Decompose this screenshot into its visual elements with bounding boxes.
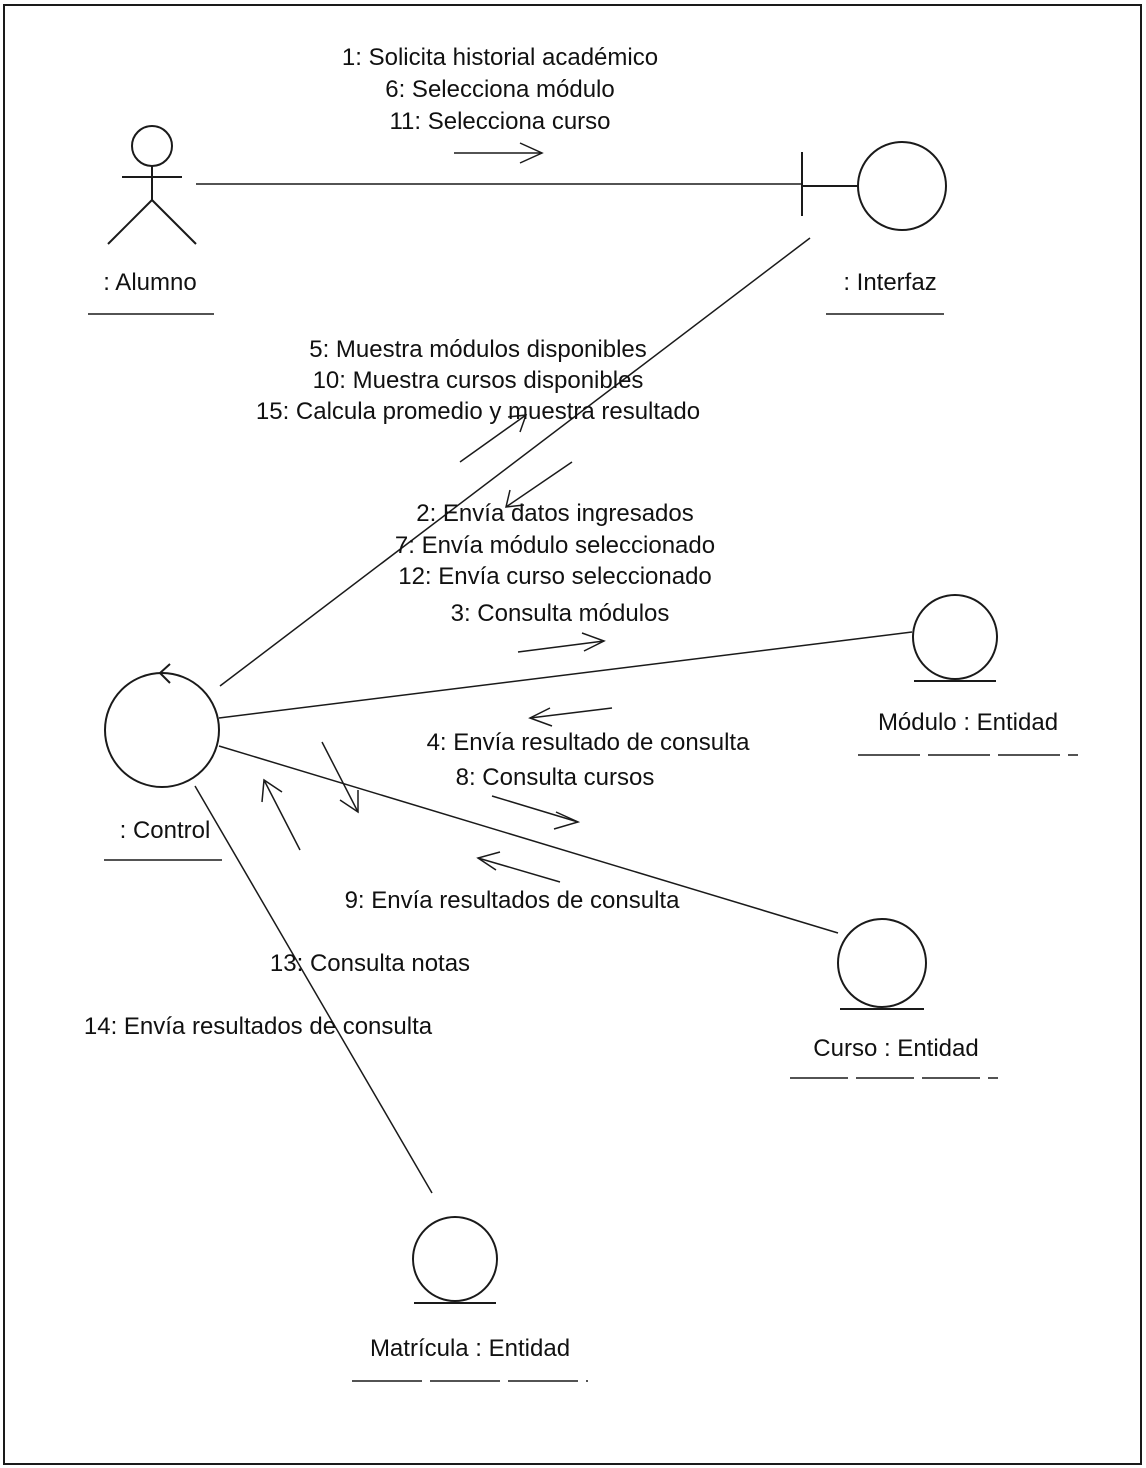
entity-label-modulo: Módulo : Entidad <box>878 709 1058 736</box>
actor-head-icon <box>131 125 173 167</box>
entity-circle-icon <box>412 1216 498 1302</box>
message-label: 2: Envía datos ingresados <box>416 500 694 527</box>
message-label: 11: Selecciona curso <box>389 108 610 135</box>
message-label: 4: Envía resultado de consulta <box>427 729 751 756</box>
arrow-matricula-to-control <box>261 778 301 851</box>
diagram-frame <box>3 4 1142 1465</box>
arrow-control-to-modulo <box>517 632 606 653</box>
entity-modulo[interactable] <box>912 594 998 682</box>
boundary-interfaz[interactable] <box>801 141 947 231</box>
entity-label-matricula: Matrícula : Entidad <box>370 1335 570 1362</box>
link-control-interfaz <box>219 237 811 687</box>
entity-matricula[interactable] <box>412 1216 498 1304</box>
boundary-label-interfaz: : Interfaz <box>843 269 936 296</box>
message-label: 10: Muestra cursos disponibles <box>313 367 644 394</box>
boundary-circle-icon <box>857 141 947 231</box>
messages-alumno-interfaz: 1: Solicita historial académico 6: Selec… <box>342 44 658 135</box>
arrow-modulo-to-control <box>528 707 613 727</box>
entity-label-curso: Curso : Entidad <box>813 1035 978 1062</box>
arrow-control-to-curso <box>491 795 581 830</box>
message-label: 15: Calcula promedio y muestra resultado <box>256 398 700 425</box>
message-label: 13: Consulta notas <box>270 950 470 977</box>
message-label: 6: Selecciona módulo <box>385 76 614 103</box>
message-label: 8: Consulta cursos <box>456 764 655 791</box>
actor-alumno[interactable] <box>107 125 197 245</box>
message-label: 14: Envía resultados de consulta <box>84 1013 433 1040</box>
link-control-modulo <box>218 631 913 719</box>
control-arrowhead-icon <box>158 663 171 684</box>
link-control-curso <box>218 745 839 934</box>
actor-label-alumno: : Alumno <box>103 269 196 296</box>
actor-left-leg-line <box>107 199 153 245</box>
message-label: 9: Envía resultados de consulta <box>345 887 681 914</box>
entity-curso[interactable] <box>837 918 927 1010</box>
message-label: 12: Envía curso seleccionado <box>398 563 712 590</box>
arrow-control-to-matricula <box>321 741 359 814</box>
messages-interfaz-control: 2: Envía datos ingresados 7: Envía módul… <box>395 500 715 590</box>
arrow-interfaz-to-control <box>505 461 573 508</box>
message-label: 3: Consulta módulos <box>451 600 670 627</box>
link-control-matricula <box>194 785 433 1194</box>
entity-circle-icon <box>837 918 927 1008</box>
control-circle-icon <box>104 672 220 788</box>
message-label: 5: Muestra módulos disponibles <box>309 336 647 363</box>
message-label: 7: Envía módulo seleccionado <box>395 532 715 559</box>
message-label: 1: Solicita historial académico <box>342 44 658 71</box>
entity-circle-icon <box>912 594 998 680</box>
messages-control-interfaz: 5: Muestra módulos disponibles 10: Muest… <box>256 336 700 425</box>
control-object[interactable] <box>104 663 220 788</box>
arrow-control-to-interfaz <box>459 414 528 463</box>
actor-right-leg-line <box>151 199 197 245</box>
arrow-alumno-to-interfaz <box>454 142 544 164</box>
control-label: : Control <box>120 817 211 844</box>
arrow-curso-to-control <box>476 851 561 883</box>
